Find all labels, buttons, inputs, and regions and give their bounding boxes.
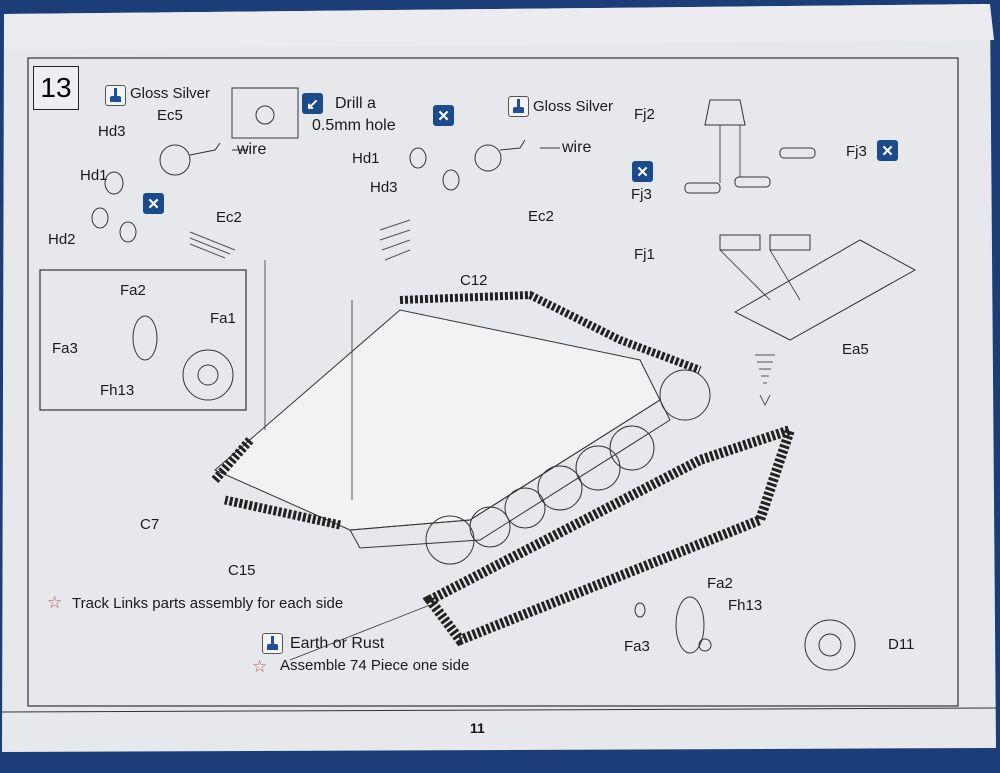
part-d11: D11 xyxy=(888,636,915,653)
part-hd3: Hd3 xyxy=(370,179,398,196)
cement-icon: ✕ xyxy=(143,193,164,214)
paint-label-right: Gloss Silver xyxy=(533,98,614,115)
idler-wheel xyxy=(804,619,856,671)
note-track-paint: Earth or Rust xyxy=(290,635,385,652)
paintbrush-icon xyxy=(508,96,529,117)
part-fj2: Fj2 xyxy=(634,106,655,123)
part-ec2: Ec2 xyxy=(216,209,242,226)
headlight-drill xyxy=(255,105,275,125)
paintbrush-icon xyxy=(105,85,126,106)
part-ea5: Ea5 xyxy=(842,341,869,358)
part-fa3: Fa3 xyxy=(52,340,78,357)
part-hd1: Hd1 xyxy=(352,150,380,167)
road-wheel xyxy=(425,515,475,565)
part-c15: C15 xyxy=(228,562,256,579)
part-ec5: Ec5 xyxy=(157,107,183,124)
part-fh13: Fh13 xyxy=(728,597,763,614)
cement-icon: ✕ xyxy=(433,105,454,126)
headlight-left xyxy=(159,144,191,176)
note-assemble: Assemble 74 Piece one side xyxy=(280,657,470,674)
part-c7: C7 xyxy=(140,516,160,533)
part-c12: C12 xyxy=(460,272,488,289)
part-fj3: Fj3 xyxy=(846,143,867,160)
page-number: 11 xyxy=(470,720,485,736)
part-fa1: Fa1 xyxy=(210,310,236,327)
track-right xyxy=(422,422,798,647)
wire-label: wire xyxy=(237,141,267,158)
part-fj3: Fj3 xyxy=(631,186,652,203)
drill-label-1: Drill a xyxy=(335,95,376,112)
note-track-links: Track Links parts assembly for each side xyxy=(72,595,344,612)
paint-label-left: Gloss Silver xyxy=(130,85,211,102)
part-fa2: Fa2 xyxy=(120,282,146,299)
track-left xyxy=(211,437,341,530)
cement-icon: ✕ xyxy=(632,161,653,182)
part-fj1: Fj1 xyxy=(634,246,655,263)
part-hd1: Hd1 xyxy=(80,167,108,184)
part-ec2: Ec2 xyxy=(528,208,554,225)
wheel-inset-frame xyxy=(39,269,247,411)
star-icon: ☆ xyxy=(47,593,63,612)
part-fa2: Fa2 xyxy=(707,575,733,592)
step-frame xyxy=(27,57,959,707)
wire-label: wire xyxy=(562,139,592,156)
drill-icon: ↙ xyxy=(302,93,323,114)
page-divider xyxy=(1,707,997,713)
paintbrush-icon xyxy=(262,633,283,654)
cement-icon: ✕ xyxy=(877,140,898,161)
part-hd2: Hd2 xyxy=(48,231,76,248)
drill-label-2: 0.5mm hole xyxy=(312,117,396,134)
headlight-right xyxy=(474,144,502,172)
track-top xyxy=(399,290,702,374)
drill-inset-frame xyxy=(231,87,299,139)
part-fa3: Fa3 xyxy=(624,638,650,655)
drive-sprocket xyxy=(659,369,711,421)
part-hd3: Hd3 xyxy=(98,123,126,140)
star-icon: ☆ xyxy=(252,657,268,676)
step-number: 13 xyxy=(33,66,79,110)
part-fh13: Fh13 xyxy=(100,382,135,399)
